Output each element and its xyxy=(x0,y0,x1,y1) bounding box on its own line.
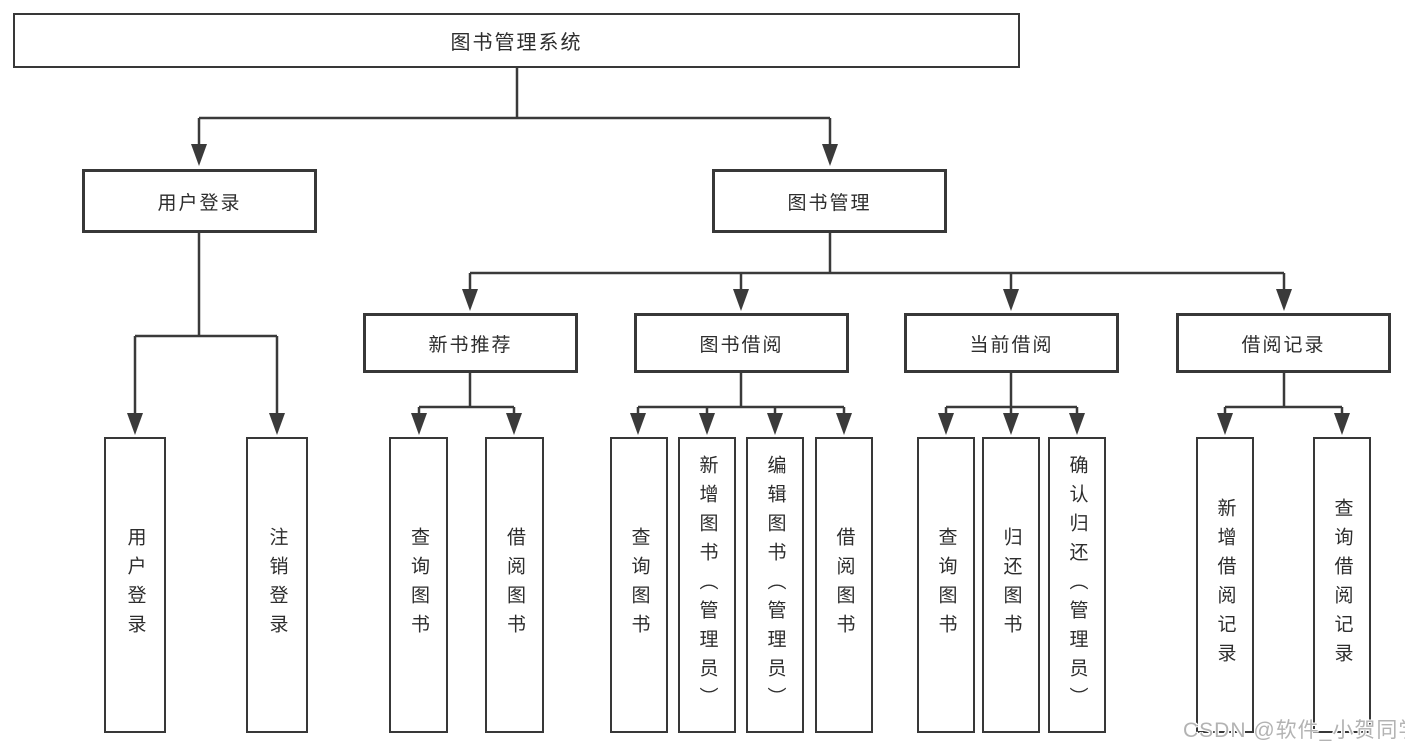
leaf-records-add-record: 新增借阅记录 xyxy=(1196,437,1254,733)
leaf-current-confirm-return-admin: 确认归还（管理员） xyxy=(1048,437,1106,733)
connector-user-login-children xyxy=(127,233,285,435)
connector-root xyxy=(191,68,838,166)
csdn-watermark: CSDN @软件_小贺同学 xyxy=(1183,719,1405,742)
node-book-borrow: 图书借阅 xyxy=(634,313,849,373)
connector-book-borrow-children xyxy=(630,373,852,435)
connector-current-borrow-children xyxy=(938,373,1085,435)
node-borrow-records: 借阅记录 xyxy=(1176,313,1391,373)
leaf-user-login: 用户登录 xyxy=(104,437,166,733)
node-user-login: 用户登录 xyxy=(82,169,317,233)
node-current-borrow: 当前借阅 xyxy=(904,313,1119,373)
leaf-records-query-record: 查询借阅记录 xyxy=(1313,437,1371,733)
leaf-borrow-borrow-book: 借阅图书 xyxy=(815,437,873,733)
leaf-borrow-add-book-admin: 新增图书（管理员） xyxy=(678,437,736,733)
node-book-management: 图书管理 xyxy=(712,169,947,233)
connector-new-book-recommend-children xyxy=(411,373,522,435)
leaf-recommend-query-book: 查询图书 xyxy=(389,437,448,733)
node-new-book-recommend: 新书推荐 xyxy=(363,313,578,373)
leaf-borrow-query-book: 查询图书 xyxy=(610,437,668,733)
leaf-current-query-book: 查询图书 xyxy=(917,437,975,733)
leaf-current-return-book: 归还图书 xyxy=(982,437,1040,733)
leaf-logout: 注销登录 xyxy=(246,437,308,733)
node-root: 图书管理系统 xyxy=(13,13,1020,68)
connector-book-management-children xyxy=(462,233,1292,311)
leaf-recommend-borrow-book: 借阅图书 xyxy=(485,437,544,733)
connector-borrow-records-children xyxy=(1217,373,1350,435)
leaf-borrow-edit-book-admin: 编辑图书（管理员） xyxy=(746,437,804,733)
